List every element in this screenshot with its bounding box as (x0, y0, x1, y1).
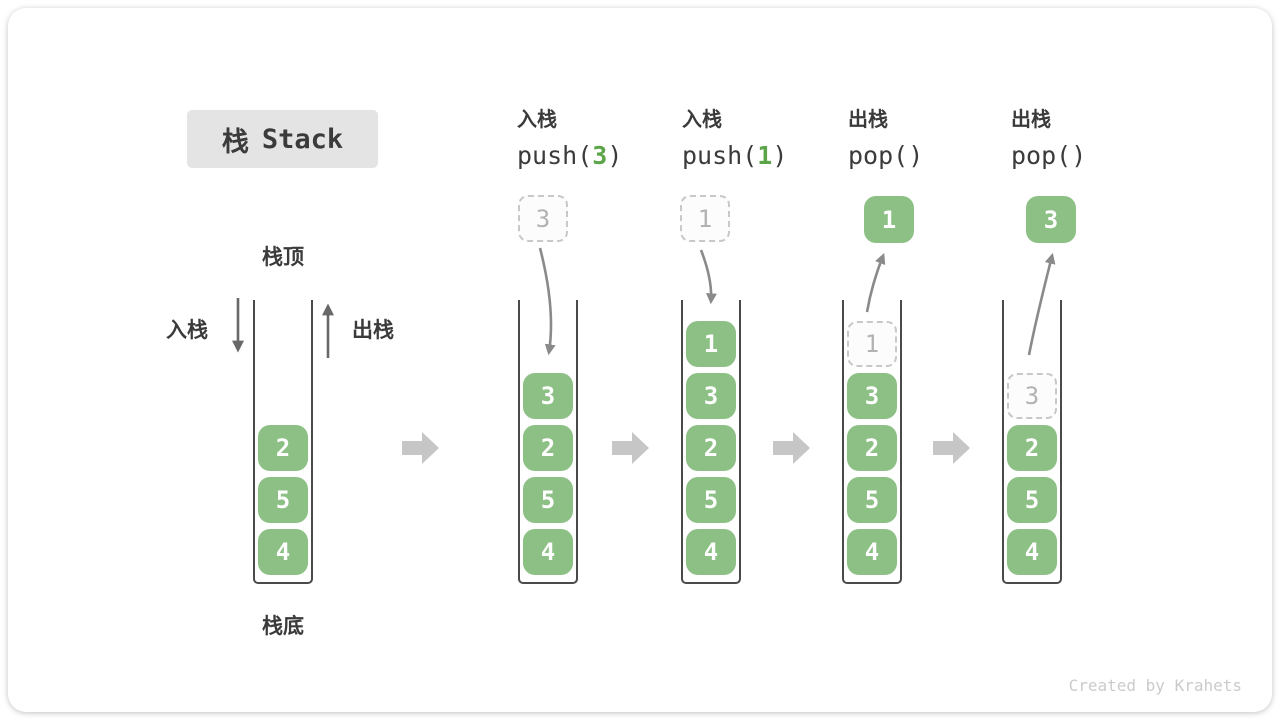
stack-element: 2 (686, 425, 736, 471)
stack-container-push-1 (681, 300, 741, 584)
stack-element: 4 (523, 529, 573, 575)
stack-container-push-3 (518, 300, 578, 584)
op-label-pop-1: 出栈 pop() (848, 107, 1018, 169)
stack-element: 4 (1007, 529, 1057, 575)
title-en: Stack (261, 123, 344, 155)
stack-container-pop-3 (1002, 300, 1062, 584)
op-zh: 入栈 (682, 109, 722, 131)
fn-close: ) (1071, 141, 1087, 170)
op-label-push-1: 入栈 push(1) (682, 107, 852, 169)
stack-container-initial (253, 300, 313, 584)
stack-element: 1 (686, 321, 736, 367)
op-label-pop-3: 出栈 pop() (1011, 107, 1181, 169)
stack-element: 5 (1007, 477, 1057, 523)
stack-element: 4 (847, 529, 897, 575)
push-side-label: 入栈 (166, 319, 208, 342)
fn-close: ) (607, 141, 623, 170)
title-box: 栈 Stack (187, 110, 378, 168)
stack-element: 2 (1007, 425, 1057, 471)
op-zh: 入栈 (517, 109, 557, 131)
op-code: push(3) (517, 142, 687, 169)
popped-element: 1 (864, 196, 914, 243)
stack-element: 5 (258, 477, 308, 523)
fn-close: ) (908, 141, 924, 170)
stack-element: 2 (523, 425, 573, 471)
ghost-element: 1 (847, 321, 897, 367)
stack-container-pop-1 (842, 300, 902, 584)
stack-element: 3 (686, 373, 736, 419)
stack-element: 3 (847, 373, 897, 419)
fn-close: ) (772, 141, 788, 170)
op-code: pop() (1011, 142, 1181, 169)
stack-element: 5 (847, 477, 897, 523)
stack-top-label: 栈顶 (262, 246, 304, 269)
stack-bottom-label: 栈底 (262, 615, 304, 638)
title-zh: 栈 (221, 126, 249, 158)
fn-arg: 1 (757, 141, 773, 170)
op-code: pop() (848, 142, 1018, 169)
op-zh: 出栈 (1011, 109, 1051, 131)
stack-element: 2 (847, 425, 897, 471)
stack-element: 2 (258, 425, 308, 471)
pop-side-label: 出栈 (352, 319, 394, 342)
pending-element: 1 (680, 195, 730, 242)
fn-open: push( (517, 141, 593, 170)
stack-element: 4 (686, 529, 736, 575)
fn-open: push( (682, 141, 758, 170)
watermark: Created by Krahets (1068, 676, 1242, 695)
op-label-push-3: 入栈 push(3) (517, 107, 687, 169)
pending-element: 3 (518, 195, 568, 242)
stack-element: 5 (523, 477, 573, 523)
fn-arg: 3 (592, 141, 608, 170)
stack-element: 4 (258, 529, 308, 575)
fn-open: pop( (1011, 141, 1072, 170)
fn-open: pop( (848, 141, 909, 170)
stack-element: 3 (523, 373, 573, 419)
stack-element: 5 (686, 477, 736, 523)
popped-element: 3 (1026, 196, 1076, 243)
op-code: push(1) (682, 142, 852, 169)
op-zh: 出栈 (848, 109, 888, 131)
ghost-element: 3 (1007, 373, 1057, 419)
